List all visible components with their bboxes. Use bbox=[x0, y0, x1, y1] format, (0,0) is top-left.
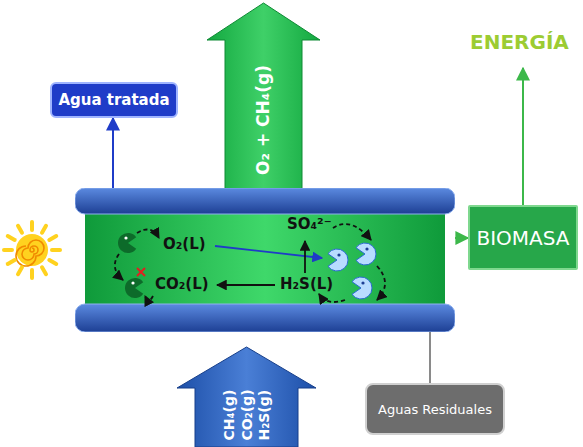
microalga-symbol bbox=[118, 233, 136, 253]
process-arrow bbox=[333, 224, 371, 240]
sun-ray bbox=[49, 236, 56, 240]
species-label: H₂S(L) bbox=[280, 275, 333, 293]
process-arrow bbox=[217, 284, 275, 286]
gas-inlet-arrow: CH₄(g)CO₂(g)H₂S(g) bbox=[175, 345, 318, 447]
reactor-bottom-plate bbox=[75, 304, 455, 332]
arrow-shape bbox=[207, 3, 320, 190]
sun-ray bbox=[49, 260, 56, 264]
sun-disc bbox=[16, 234, 48, 266]
microalga-eye bbox=[131, 281, 134, 284]
sun-ray bbox=[52, 248, 60, 252]
process-arrow bbox=[215, 246, 322, 258]
bacteria-eye bbox=[337, 253, 340, 256]
microalga-symbol bbox=[125, 278, 143, 298]
box-text: BIOMASA bbox=[476, 226, 569, 250]
sun-ray bbox=[42, 226, 46, 233]
gas-text: H₂S(g) bbox=[255, 389, 273, 440]
sun-ray bbox=[8, 260, 15, 264]
bacteria-symbol bbox=[328, 249, 348, 271]
sun-symbol bbox=[4, 222, 60, 278]
sun-ray bbox=[18, 267, 22, 274]
rotated-text-group: O₂ + CH₄(g) bbox=[253, 65, 274, 175]
wastewater-box: Aguas Residuales bbox=[365, 383, 505, 435]
process-arrow bbox=[319, 294, 345, 302]
gas-text: CO₂(g) bbox=[238, 389, 256, 440]
treated-water-box: Agua tratada bbox=[50, 82, 178, 118]
gas-text: CH₄(g) bbox=[220, 389, 238, 440]
process-arrow bbox=[145, 296, 153, 300]
biomass-box: BIOMASA bbox=[468, 205, 578, 270]
photobioreactor: O₂(L) SO₄²⁻ CO₂(L) H₂S(L) bbox=[75, 188, 455, 332]
sun-spiral bbox=[16, 240, 44, 266]
box-text: Agua tratada bbox=[58, 91, 169, 109]
bacteria-symbol bbox=[352, 277, 372, 299]
flow-connector bbox=[112, 118, 114, 188]
process-arrow bbox=[115, 254, 123, 280]
microalga-eye bbox=[124, 236, 127, 239]
bacteria-eye bbox=[361, 281, 364, 284]
gas-outlet-arrow: O₂ + CH₄(g) bbox=[205, 0, 322, 190]
species-label: O₂(L) bbox=[163, 235, 206, 253]
bacteria-eye bbox=[365, 247, 368, 250]
energy-label: ENERGÍA bbox=[470, 30, 569, 54]
bacteria-symbol bbox=[356, 243, 376, 265]
process-arrow bbox=[377, 266, 385, 300]
flow-connector bbox=[429, 332, 431, 383]
rotated-text-group: CH₄(g)CO₂(g)H₂S(g) bbox=[220, 389, 273, 440]
reactor-top-plate bbox=[75, 188, 455, 214]
cross-mark bbox=[137, 268, 145, 276]
sun-ray bbox=[18, 226, 22, 233]
process-arrow bbox=[137, 229, 159, 238]
sun-ray bbox=[8, 236, 15, 240]
species-label: CO₂(L) bbox=[155, 275, 209, 293]
reactor-body bbox=[85, 208, 445, 314]
process-arrow bbox=[304, 241, 306, 273]
species-label: SO₄²⁻ bbox=[287, 215, 332, 233]
arrow-shape bbox=[177, 347, 316, 447]
sun-ray bbox=[4, 248, 12, 252]
gas-text: O₂ + CH₄(g) bbox=[253, 65, 274, 175]
sun-ray bbox=[30, 222, 34, 230]
sun-ray bbox=[42, 267, 46, 274]
box-text: Aguas Residuales bbox=[378, 402, 492, 417]
sun-ray bbox=[30, 270, 34, 278]
flow-connector bbox=[455, 237, 468, 239]
reactor-drawing bbox=[75, 188, 455, 332]
energy-arrow bbox=[522, 68, 524, 205]
